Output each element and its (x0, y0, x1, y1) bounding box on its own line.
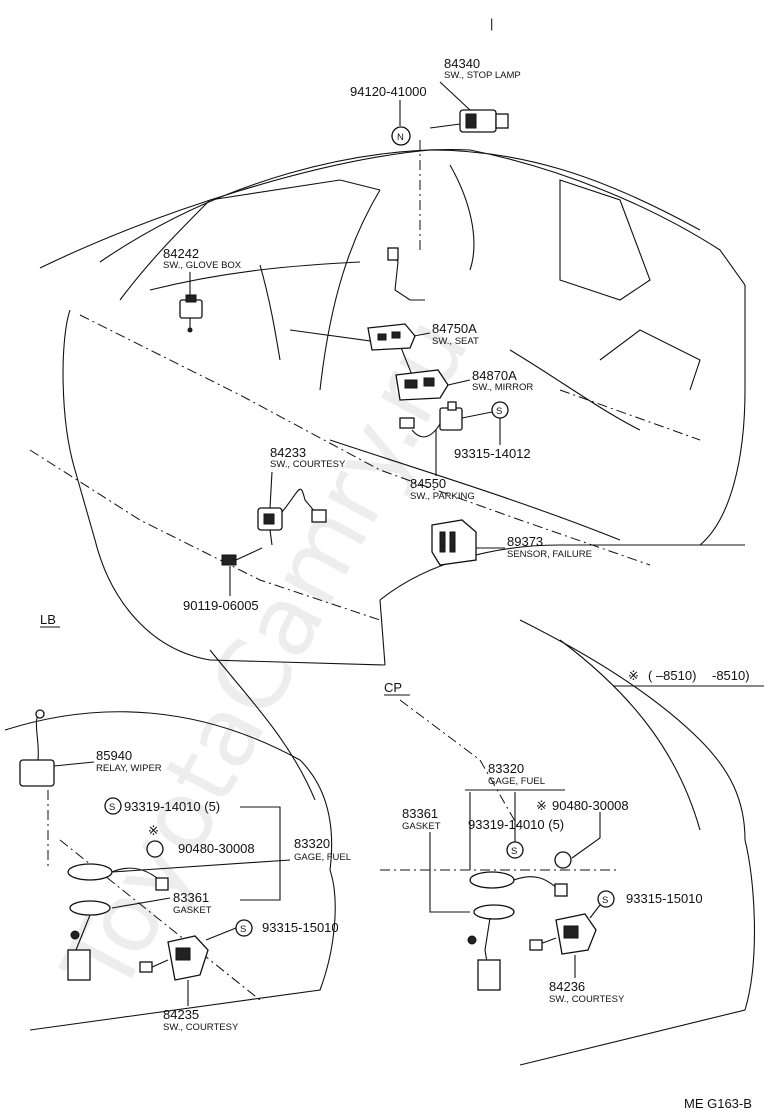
lb-screw-symbol (104, 797, 122, 815)
part-desc-cp-83320: GAGE, FUEL (488, 776, 545, 787)
part-number-84242: 84242 (163, 246, 199, 261)
cp-screw-symbol-label: S (511, 846, 517, 857)
part-number-89373: 89373 (507, 534, 543, 549)
part-number-94120-41000: 94120-41000 (350, 84, 427, 99)
part-desc-84550: SW., PARKING (410, 491, 475, 502)
part-number-93315-14012: 93315-14012 (454, 446, 531, 461)
part-number-lb-93315-15010: 93315-15010 (262, 920, 339, 935)
cp-screw-symbol-2-label: S (602, 895, 608, 906)
range-note-code: -8510) (712, 668, 750, 683)
courtesy-switch-cp (529, 913, 597, 955)
lb-fuel-gage (67, 840, 169, 981)
parking-switch: S (399, 401, 509, 445)
cp-fuel-gage (467, 851, 572, 991)
range-note-text: ( –8510) (648, 668, 696, 683)
part-desc-84340: SW., STOP LAMP (444, 70, 521, 81)
part-desc-lb-83361: GASKET (173, 905, 212, 916)
screw-90119 (221, 547, 263, 566)
wiper-relay (19, 709, 95, 787)
stop-lamp-connector (387, 247, 425, 301)
screw-symbol-label: S (496, 406, 502, 417)
part-number-84236: 84236 (549, 979, 585, 994)
part-desc-lb-83320: GAGE, FUEL (294, 852, 351, 863)
part-number-84233: 84233 (270, 445, 306, 460)
part-number-90119-06005: 90119-06005 (183, 598, 259, 613)
section-label-lb: LB (40, 612, 56, 627)
part-number-cp-90480-30008: 90480-30008 (552, 798, 629, 813)
part-number-cp-93315-15010: 93315-15010 (626, 891, 703, 906)
part-desc-84870A: SW., MIRROR (472, 382, 533, 393)
nut-symbol-label: N (397, 132, 404, 143)
part-number-lb-90480-30008: 90480-30008 (178, 841, 255, 856)
part-number-84750A: 84750A (432, 321, 477, 336)
diagram-code: ME G163-B (684, 1096, 752, 1111)
part-desc-84233: SW., COURTESY (270, 459, 346, 470)
part-desc-84242: SW., GLOVE BOX (163, 260, 242, 271)
courtesy-switch-lb (139, 935, 209, 981)
cp-screw-symbol-2 (597, 890, 615, 908)
cp-trunk-outline (380, 619, 755, 1066)
part-number-cp-83361: 83361 (402, 806, 438, 821)
part-number-85940: 85940 (96, 748, 132, 763)
part-number-84550: 84550 (410, 476, 446, 491)
lb-star-symbol: ※ (148, 823, 159, 838)
part-number-cp-83320: 83320 (488, 761, 524, 776)
part-number-lb-83320: 83320 (294, 836, 330, 851)
lb-screw-symbol-label: S (109, 802, 115, 813)
section-label-cp: CP (384, 680, 402, 695)
nut-symbol-n (391, 126, 411, 146)
cp-star-symbol: ※ (536, 798, 547, 813)
part-number-84870A: 84870A (472, 368, 517, 383)
part-desc-85940: RELAY, WIPER (96, 763, 162, 774)
part-number-84340: 84340 (444, 56, 480, 71)
seat-switch (367, 323, 416, 351)
courtesy-switch-door (257, 488, 327, 546)
part-number-84235: 84235 (163, 1007, 199, 1022)
part-desc-84235: SW., COURTESY (163, 1022, 239, 1033)
part-desc-84750A: SW., SEAT (432, 336, 479, 347)
stop-lamp-switch: N (391, 109, 509, 250)
failure-sensor (431, 519, 505, 566)
top-mark: | (490, 16, 493, 31)
part-desc-84236: SW., COURTESY (549, 994, 625, 1005)
part-number-lb-93319-14010: 93319-14010 (5) (124, 799, 220, 814)
lb-trunk-outline (4, 649, 336, 1031)
part-desc-cp-83361: GASKET (402, 821, 441, 832)
mirror-switch (395, 369, 449, 401)
part-desc-89373: SENSOR, FAILURE (507, 549, 592, 560)
part-number-cp-93319-14010: 93319-14010 (5) (468, 817, 564, 832)
glove-box-switch (179, 294, 203, 333)
part-number-lb-83361: 83361 (173, 890, 209, 905)
lb-screw-symbol-2-label: S (240, 924, 246, 935)
range-note-symbol: ※ (628, 668, 639, 683)
